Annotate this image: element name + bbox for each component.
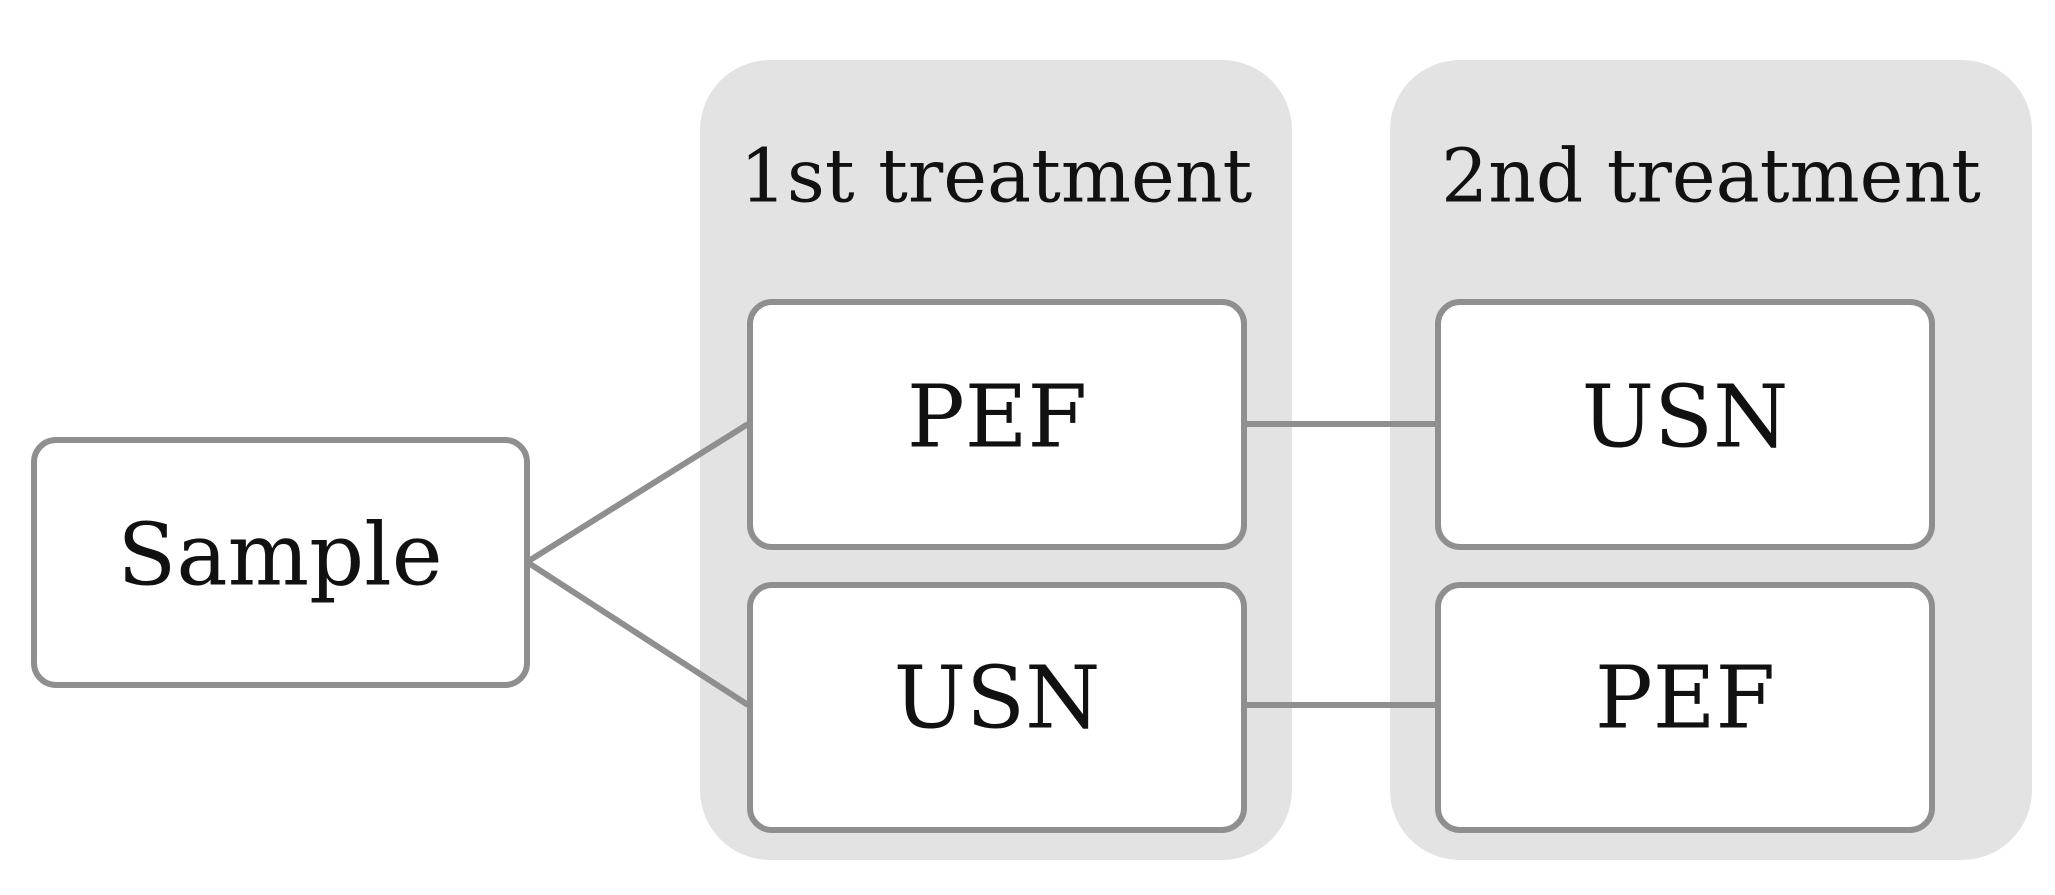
first-treatment-usn-box (747, 582, 1247, 833)
second-treatment-pef-label: PEF (1595, 649, 1775, 749)
sample-box (31, 437, 530, 688)
second-treatment-usn-box (1435, 299, 1935, 550)
first-treatment-title: 1st treatment (740, 133, 1253, 219)
sample-to-first-pef-link (525, 421, 750, 565)
second-treatment-usn-label: USN (1582, 368, 1789, 468)
sample-label: Sample (117, 506, 442, 606)
first-treatment-pef-label: PEF (907, 368, 1087, 468)
second-treatment-pef-box (1435, 582, 1935, 833)
first-treatment-pef-box (747, 299, 1247, 550)
first-treatment-usn-label: USN (894, 649, 1101, 749)
sample-to-first-usn-link (525, 559, 750, 708)
second-treatment-title: 2nd treatment (1441, 133, 1981, 219)
